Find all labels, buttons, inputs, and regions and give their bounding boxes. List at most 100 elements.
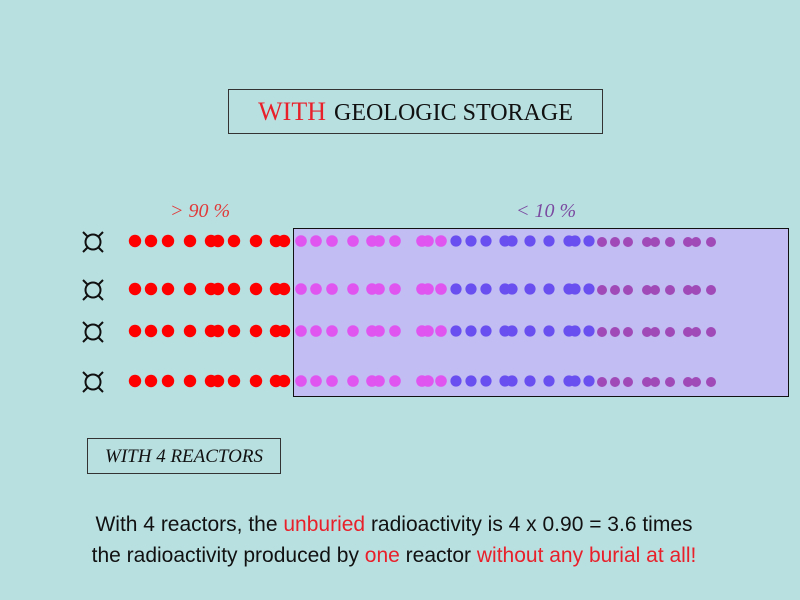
radioactivity-dot xyxy=(706,237,716,247)
radioactivity-dot xyxy=(524,375,536,387)
radioactivity-dot xyxy=(435,325,447,337)
radioactivity-dot xyxy=(249,282,263,296)
radioactivity-dot xyxy=(295,235,307,247)
radioactivity-dot xyxy=(480,235,492,247)
radioactivity-dot xyxy=(211,282,225,296)
caption-2-highlight-1: one xyxy=(364,544,400,567)
geologic-storage-box xyxy=(293,228,789,397)
radioactivity-dot xyxy=(450,283,462,295)
radioactivity-dot xyxy=(465,325,477,337)
radioactivity-dot xyxy=(610,237,620,247)
radioactivity-dot xyxy=(665,377,675,387)
radioactivity-dot xyxy=(691,237,701,247)
radioactivity-dot xyxy=(144,374,158,388)
radioactivity-dot xyxy=(183,374,197,388)
radioactivity-dot xyxy=(128,324,142,338)
radioactivity-dot xyxy=(310,325,322,337)
radioactivity-dot xyxy=(569,283,581,295)
radioactivity-dot xyxy=(310,283,322,295)
caption-1-part1: With 4 reactors, the xyxy=(95,513,284,536)
caption-line-2: the radioactivity produced by one reacto… xyxy=(0,544,794,568)
radioactivity-dot xyxy=(435,283,447,295)
radioactivity-dot xyxy=(506,235,518,247)
radioactivity-dot xyxy=(326,283,338,295)
radioactivity-dot xyxy=(623,327,633,337)
radioactivity-dot xyxy=(642,327,652,337)
radioactivity-dot xyxy=(597,285,607,295)
radioactivity-dot xyxy=(347,235,359,247)
radioactivity-dot xyxy=(706,285,716,295)
radioactivity-dot xyxy=(650,327,660,337)
radioactivity-dot xyxy=(543,283,555,295)
radioactivity-dot xyxy=(480,325,492,337)
radioactivity-dot xyxy=(683,285,693,295)
radioactivity-dot xyxy=(597,237,607,247)
radioactivity-dot xyxy=(128,282,142,296)
unburied-percent-label: > 90 % xyxy=(170,200,231,222)
radioactivity-dot xyxy=(227,282,241,296)
radioactivity-dot xyxy=(326,235,338,247)
radioactivity-dot xyxy=(347,283,359,295)
radioactivity-dot xyxy=(506,283,518,295)
radioactivity-dot xyxy=(211,234,225,248)
radioactivity-dot xyxy=(128,374,142,388)
radioactivity-dot xyxy=(183,234,197,248)
radioactivity-dot xyxy=(435,235,447,247)
radioactivity-dot xyxy=(706,377,716,387)
radioactivity-dot xyxy=(227,324,241,338)
radioactivity-dot xyxy=(373,283,385,295)
caption-2-part1: the radioactivity produced by xyxy=(91,544,365,567)
radioactivity-dot xyxy=(326,375,338,387)
buried-percent-label: < 10 % xyxy=(516,200,577,222)
radioactivity-dot xyxy=(524,235,536,247)
radioactivity-dot xyxy=(665,237,675,247)
radioactivity-dot xyxy=(373,375,385,387)
radioactivity-dot xyxy=(691,377,701,387)
radioactivity-dot xyxy=(543,325,555,337)
radioactivity-dot xyxy=(277,324,291,338)
radioactivity-dot xyxy=(465,235,477,247)
radioactivity-dot xyxy=(389,375,401,387)
radioactivity-dot xyxy=(326,325,338,337)
radioactivity-dot xyxy=(650,285,660,295)
radioactivity-dot xyxy=(691,327,701,337)
radioactivity-dot xyxy=(623,237,633,247)
radioactivity-dot xyxy=(249,324,263,338)
radioactivity-dot xyxy=(465,283,477,295)
radioactivity-dot xyxy=(389,283,401,295)
radioactivity-dot xyxy=(506,375,518,387)
title-rest: GEOLOGIC STORAGE xyxy=(333,100,573,126)
radioactivity-dot xyxy=(389,325,401,337)
radioactivity-dot xyxy=(465,375,477,387)
radioactivity-dot xyxy=(450,235,462,247)
radioactivity-dot xyxy=(211,324,225,338)
radioactivity-dot xyxy=(569,325,581,337)
radioactivity-dot xyxy=(161,374,175,388)
radioactivity-dot xyxy=(389,235,401,247)
slide-title: WITH GEOLOGIC STORAGE xyxy=(228,89,603,134)
radioactivity-dot xyxy=(183,282,197,296)
radioactivity-dot xyxy=(506,325,518,337)
radioactivity-dot xyxy=(347,325,359,337)
radioactivity-dot xyxy=(422,235,434,247)
radioactivity-dot xyxy=(480,283,492,295)
radioactivity-dot xyxy=(480,375,492,387)
radioactivity-dot xyxy=(610,327,620,337)
radioactivity-dot xyxy=(665,327,675,337)
radioactivity-dot xyxy=(543,235,555,247)
radioactivity-dot xyxy=(373,325,385,337)
radioactivity-dot xyxy=(422,283,434,295)
radioactivity-dot xyxy=(277,282,291,296)
radioactivity-dot xyxy=(642,285,652,295)
radioactivity-dot xyxy=(524,283,536,295)
radioactivity-dot xyxy=(347,375,359,387)
radioactivity-dot xyxy=(642,237,652,247)
radioactivity-dot xyxy=(597,377,607,387)
radioactivity-dot xyxy=(450,325,462,337)
title-highlight: WITH xyxy=(258,97,326,126)
radioactivity-dot xyxy=(373,235,385,247)
radioactivity-dot xyxy=(642,377,652,387)
radioactivity-dot xyxy=(310,375,322,387)
